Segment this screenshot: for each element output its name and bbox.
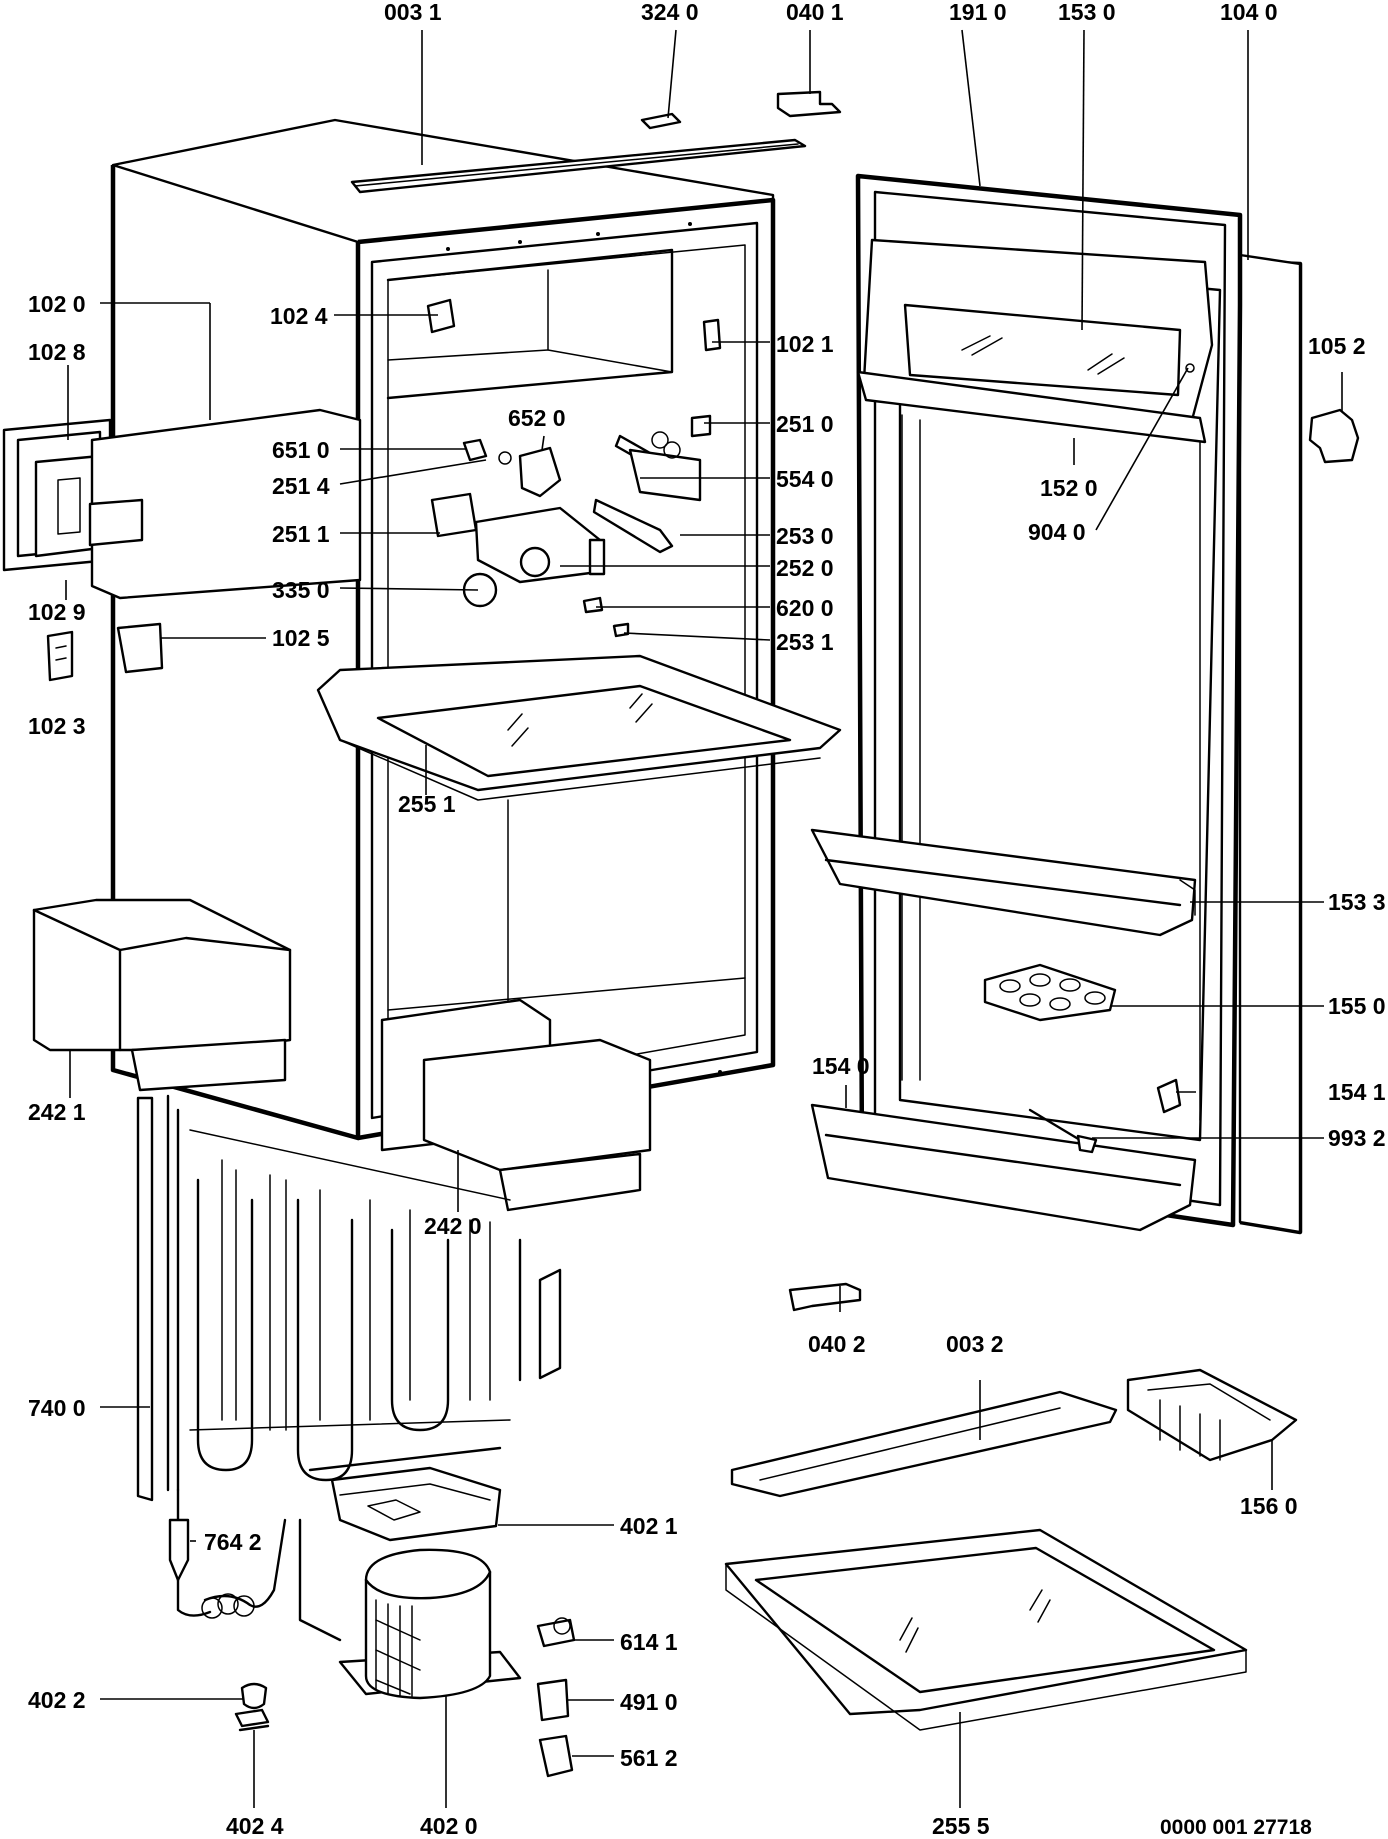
callout-6200: 620 0 <box>776 595 834 621</box>
callout-1550: 155 0 <box>1328 993 1386 1019</box>
callout-3350: 335 0 <box>272 577 330 603</box>
crisper-drawer-left <box>32 898 292 1092</box>
terminal-561-2 <box>538 1734 574 1778</box>
callout-1540: 154 0 <box>812 1053 870 1079</box>
callout-2520: 252 0 <box>776 555 834 581</box>
bottom-strip <box>730 1390 1118 1498</box>
callout-2551: 255 1 <box>398 791 456 817</box>
callout-6510: 651 0 <box>272 437 330 463</box>
callout-3240: 324 0 <box>641 0 699 25</box>
callout-0032: 003 2 <box>946 1331 1004 1357</box>
ice-tray <box>1126 1368 1298 1462</box>
leader-lines <box>65 29 1343 1808</box>
control-panel-cover <box>2 408 362 600</box>
thermostat-assembly <box>430 414 712 638</box>
callout-5612: 561 2 <box>620 1745 678 1771</box>
callout-1520: 152 0 <box>1040 475 1098 501</box>
callout-1025: 102 5 <box>272 625 330 651</box>
callout-0031: 003 1 <box>384 0 442 25</box>
callout-1530: 153 0 <box>1058 0 1116 25</box>
callout-4022: 402 2 <box>28 1687 86 1713</box>
callout-4021: 402 1 <box>620 1513 678 1539</box>
callout-2511: 251 1 <box>272 521 330 547</box>
callout-1040: 104 0 <box>1220 0 1278 25</box>
callout-2420: 242 0 <box>424 1213 482 1239</box>
hinge-105-2 <box>1308 408 1360 464</box>
clip-102-3 <box>46 630 74 682</box>
callout-1533: 153 3 <box>1328 889 1386 915</box>
callout-5540: 554 0 <box>776 466 834 492</box>
figure-reference-number: 0000 001 27718 <box>1160 1816 1312 1839</box>
callout-9040: 904 0 <box>1028 519 1086 545</box>
grommet <box>240 1682 268 1710</box>
callout-1541: 154 1 <box>1328 1079 1386 1105</box>
callout-9932: 993 2 <box>1328 1125 1386 1151</box>
callout-1020: 102 0 <box>28 291 86 317</box>
spring-clip <box>234 1708 270 1732</box>
top-strip <box>350 90 842 194</box>
callout-0401: 040 1 <box>786 0 844 25</box>
crisper-drawer-inside <box>380 998 652 1212</box>
callout-2421: 242 1 <box>28 1099 86 1125</box>
relay-614-1 <box>536 1618 576 1648</box>
clip-102-5 <box>116 622 164 674</box>
glass-shelf-lower <box>724 1528 1248 1731</box>
egg-tray <box>983 963 1117 1022</box>
overload-491-0 <box>536 1678 570 1722</box>
callout-0402: 040 2 <box>808 1331 866 1357</box>
callout-4020: 402 0 <box>420 1813 478 1839</box>
callout-1029: 102 9 <box>28 599 86 625</box>
callout-2555: 255 5 <box>932 1813 990 1839</box>
callout-1024: 102 4 <box>270 303 328 329</box>
callout-2514: 251 4 <box>272 473 330 499</box>
compressor <box>338 1548 522 1700</box>
condenser <box>136 1094 562 1642</box>
callout-1910: 191 0 <box>949 0 1007 25</box>
callout-1021: 102 1 <box>776 331 834 357</box>
callout-2531: 253 1 <box>776 629 834 655</box>
callout-4910: 491 0 <box>620 1689 678 1715</box>
glass-shelf-upper <box>316 654 842 801</box>
callout-4024: 402 4 <box>226 1813 284 1839</box>
callout-6141: 614 1 <box>620 1629 678 1655</box>
callout-1560: 156 0 <box>1240 1493 1298 1519</box>
callout-2530: 253 0 <box>776 523 834 549</box>
callout-1052: 105 2 <box>1308 333 1366 359</box>
callout-1028: 102 8 <box>28 339 86 365</box>
callout-2510: 251 0 <box>776 411 834 437</box>
callout-labels: 003 1 324 0 040 1 191 0 153 0 104 0 102 … <box>28 0 1386 1839</box>
callout-7400: 740 0 <box>28 1395 86 1421</box>
callout-6520: 652 0 <box>508 405 566 431</box>
callout-7642: 764 2 <box>204 1529 262 1555</box>
bracket-040-2 <box>788 1282 862 1312</box>
drip-tray <box>330 1466 502 1542</box>
callout-1023: 102 3 <box>28 713 86 739</box>
door <box>810 173 1303 1235</box>
